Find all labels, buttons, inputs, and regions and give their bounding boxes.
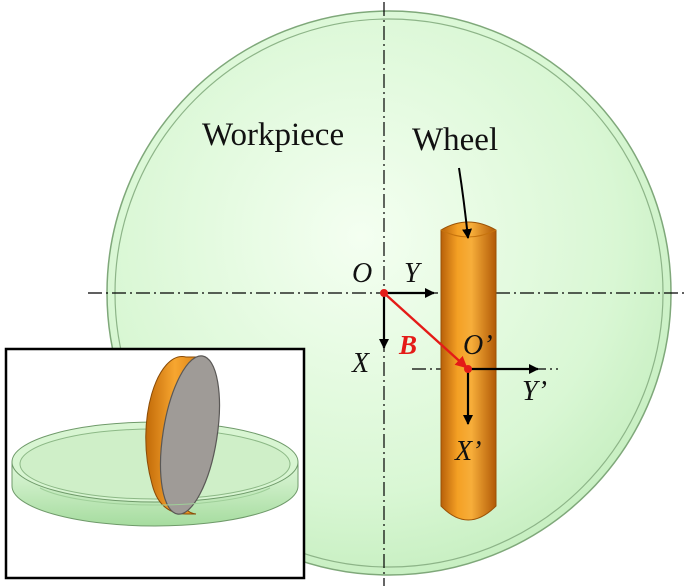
wheel-pointer-arrow bbox=[458, 167, 473, 239]
origin-prime-label: O’ bbox=[463, 330, 493, 361]
x-prime-axis-label: X’ bbox=[454, 436, 481, 467]
origin-prime-dot bbox=[464, 365, 472, 373]
origin-label: O bbox=[352, 258, 372, 289]
y-prime-axis-label: Y’ bbox=[522, 376, 547, 407]
origin-dot bbox=[380, 289, 388, 297]
x-axis-label: X bbox=[351, 348, 370, 379]
inset-3d-view bbox=[4, 347, 306, 580]
wheel-label: Wheel bbox=[412, 122, 498, 158]
workpiece-label: Workpiece bbox=[202, 117, 344, 153]
axes-origin bbox=[379, 288, 435, 349]
y-axis-label: Y bbox=[404, 258, 423, 289]
vector-b-arrow bbox=[383, 292, 468, 369]
inset-wheel bbox=[145, 355, 221, 515]
axes-origin-prime bbox=[463, 364, 539, 425]
vector-b-label: B bbox=[398, 330, 417, 360]
